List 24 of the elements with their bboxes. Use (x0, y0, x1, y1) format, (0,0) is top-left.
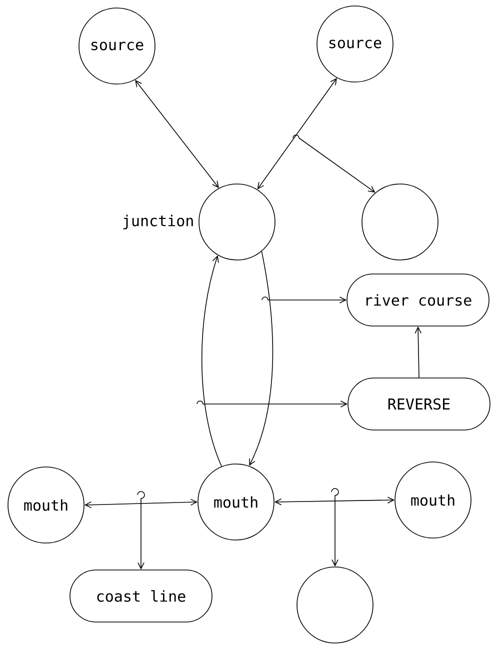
circle-node: source (316, 6, 394, 82)
arrow (249, 251, 274, 466)
arrow (196, 400, 348, 408)
circle-node (198, 184, 276, 260)
arrow (84, 498, 198, 508)
arrow (257, 78, 337, 190)
circle-node: mouth (198, 464, 274, 540)
arrow (274, 496, 395, 506)
arrow (135, 80, 219, 188)
circle-node: mouth (394, 462, 472, 538)
node-label: junction (123, 214, 193, 230)
rounded-box: river course (346, 274, 490, 326)
arrow (201, 255, 222, 467)
rounded-box: coast line (70, 570, 212, 622)
arrow (292, 134, 376, 193)
circle-node: mouth (8, 466, 84, 544)
arrow (137, 491, 145, 570)
arrow (331, 488, 339, 567)
arrow (414, 326, 422, 378)
rounded-box: REVERSE (348, 378, 490, 430)
arrow (262, 296, 347, 304)
circle-node: source (78, 8, 156, 84)
circle-node (296, 566, 374, 644)
circle-node (362, 184, 438, 260)
